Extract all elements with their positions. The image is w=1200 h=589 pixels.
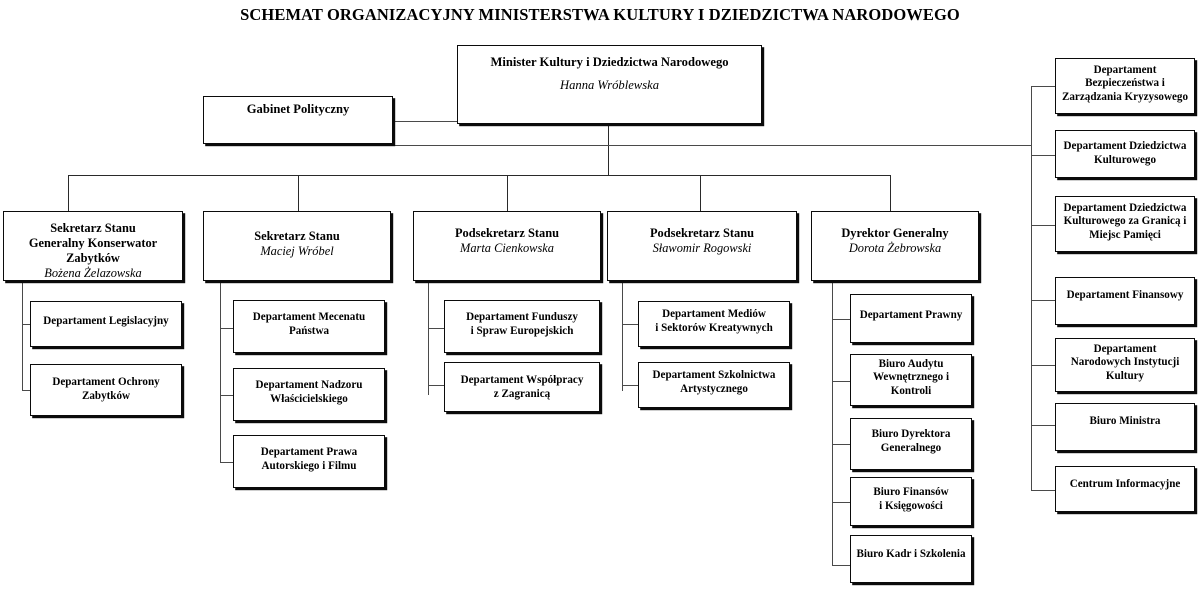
node-dept-1-0[interactable]: Departament Mecenatu Państwa xyxy=(233,300,385,353)
connector-gabinet-link xyxy=(393,121,458,122)
connector-stub-3-0 xyxy=(622,324,638,325)
connector-stub-0-1 xyxy=(22,390,32,391)
node-dept-4-2[interactable]: Biuro Dyrektora Generalnego xyxy=(850,418,972,470)
node-dept-0-0[interactable]: Departament Legislacyjny xyxy=(30,301,182,347)
connector-stub-0-0 xyxy=(22,324,32,325)
node-right-0-label: Departament Bezpieczeństwa i Zarządzania… xyxy=(1061,63,1189,103)
connector-trunk-deputy-3 xyxy=(622,281,623,391)
node-deputy-3-title: Podsekretarz Stanu xyxy=(649,225,755,240)
connector-stub-4-2 xyxy=(832,444,851,445)
node-dept-4-0[interactable]: Departament Prawny xyxy=(850,294,972,343)
node-dept-3-0[interactable]: Departament Mediów i Sektorów Kreatywnyc… xyxy=(638,301,790,347)
node-right-2[interactable]: Departament Dziedzictwa Kulturowego za G… xyxy=(1055,196,1195,252)
node-right-4[interactable]: Departament Narodowych Instytucji Kultur… xyxy=(1055,338,1195,392)
connector-trunk-deputy-2 xyxy=(428,281,429,395)
node-deputy-2-title: Podsekretarz Stanu xyxy=(454,225,560,240)
connector-stub-2-1 xyxy=(428,385,444,386)
connector-stub-right-0 xyxy=(1031,86,1055,87)
connector-right-column-feed xyxy=(393,145,1031,146)
node-dept-3-0-label: Departament Mediów i Sektorów Kreatywnyc… xyxy=(655,308,773,334)
connector-stub-right-6 xyxy=(1031,490,1055,491)
node-dept-1-1[interactable]: Departament Nadzoru Właścicielskiego xyxy=(233,368,385,421)
connector-drop-deputy-1 xyxy=(298,175,299,211)
node-dept-2-0[interactable]: Departament Funduszy i Spraw Europejskic… xyxy=(444,300,600,353)
connector-trunk-deputy-1 xyxy=(220,281,221,462)
node-dept-2-0-label: Departament Funduszy i Spraw Europejskic… xyxy=(466,311,578,337)
connector-trunk-deputy-4 xyxy=(832,281,833,566)
connector-drop-deputy-0 xyxy=(68,175,69,211)
node-deputy-1-person: Maciej Wróbel xyxy=(260,244,334,258)
node-dept-4-1[interactable]: Biuro Audytu Wewnętrznego i Kontroli xyxy=(850,354,972,406)
connector-stub-1-2 xyxy=(220,462,233,463)
node-dept-4-4-label: Biuro Kadr i Szkolenia xyxy=(856,548,966,560)
connector-stub-right-2 xyxy=(1031,225,1055,226)
connector-stub-3-1 xyxy=(622,385,638,386)
node-dept-2-1-label: Departament Współpracy z Zagranicą xyxy=(460,374,584,400)
connector-stub-4-0 xyxy=(832,319,851,320)
node-right-6[interactable]: Centrum Informacyjne xyxy=(1055,466,1195,512)
node-deputy-4-person: Dorota Żebrowska xyxy=(848,241,942,255)
connector-main-bus xyxy=(68,175,890,177)
node-deputy-1-title: Sekretarz Stanu xyxy=(254,228,340,243)
node-dept-4-1-label: Biuro Audytu Wewnętrznego i Kontroli xyxy=(872,357,950,397)
node-dept-3-1[interactable]: Departament Szkolnictwa Artystycznego xyxy=(638,362,790,408)
connector-minister-stem xyxy=(608,124,609,175)
node-right-5-label: Biuro Ministra xyxy=(1089,415,1161,427)
node-deputy-3-person: Sławomir Rogowski xyxy=(652,241,752,255)
node-dept-0-1-label: Departament Ochrony Zabytków xyxy=(52,376,160,402)
connector-stub-1-0 xyxy=(220,328,233,329)
connector-stub-1-1 xyxy=(220,395,233,396)
connector-stub-2-0 xyxy=(428,328,444,329)
node-dept-4-0-label: Departament Prawny xyxy=(859,308,963,321)
node-deputy-1[interactable]: Sekretarz Stanu Maciej Wróbel xyxy=(203,211,391,281)
node-right-6-label: Centrum Informacyjne xyxy=(1069,478,1181,490)
node-deputy-0[interactable]: Sekretarz Stanu Generalny Konserwator Za… xyxy=(3,211,183,281)
node-right-5[interactable]: Biuro Ministra xyxy=(1055,403,1195,451)
node-dept-1-2[interactable]: Departament Prawa Autorskiego i Filmu xyxy=(233,435,385,488)
node-deputy-4[interactable]: Dyrektor Generalny Dorota Żebrowska xyxy=(811,211,979,281)
node-right-1[interactable]: Departament Dziedzictwa Kulturowego xyxy=(1055,130,1195,178)
node-minister-title: Minister Kultury i Dziedzictwa Narodoweg… xyxy=(490,55,729,69)
node-dept-1-1-label: Departament Nadzoru Właścicielskiego xyxy=(255,379,363,405)
connector-stub-right-4 xyxy=(1031,365,1055,366)
node-right-2-label: Departament Dziedzictwa Kulturowego za G… xyxy=(1063,201,1187,241)
node-right-4-label: Departament Narodowych Instytucji Kultur… xyxy=(1070,342,1180,382)
node-right-1-label: Departament Dziedzictwa Kulturowego xyxy=(1063,140,1187,166)
node-dept-2-1[interactable]: Departament Współpracy z Zagranicą xyxy=(444,362,600,412)
connector-stub-4-1 xyxy=(832,381,851,382)
node-gabinet-polityczny[interactable]: Gabinet Polityczny xyxy=(203,96,393,144)
node-minister-person: Hanna Wróblewska xyxy=(560,78,659,93)
connector-trunk-right-column xyxy=(1031,86,1032,490)
connector-stub-right-1 xyxy=(1031,155,1055,156)
node-deputy-2[interactable]: Podsekretarz Stanu Marta Cienkowska xyxy=(413,211,601,281)
node-minister[interactable]: Minister Kultury i Dziedzictwa Narodoweg… xyxy=(457,45,762,124)
node-dept-1-2-label: Departament Prawa Autorskiego i Filmu xyxy=(260,446,358,472)
node-right-0[interactable]: Departament Bezpieczeństwa i Zarządzania… xyxy=(1055,58,1195,114)
page-title: SCHEMAT ORGANIZACYJNY MINISTERSTWA KULTU… xyxy=(240,5,960,24)
connector-drop-deputy-3 xyxy=(700,175,701,211)
connector-stub-right-3 xyxy=(1031,300,1055,301)
node-gabinet-polityczny-title: Gabinet Polityczny xyxy=(246,102,350,117)
node-right-3-label: Departament Finansowy xyxy=(1066,289,1184,301)
node-dept-3-1-label: Departament Szkolnictwa Artystycznego xyxy=(652,369,776,395)
node-dept-4-3[interactable]: Biuro Finansów i Księgowości xyxy=(850,477,972,526)
node-dept-0-1[interactable]: Departament Ochrony Zabytków xyxy=(30,364,182,416)
connector-stub-4-4 xyxy=(832,565,851,566)
node-dept-4-3-label: Biuro Finansów i Księgowości xyxy=(873,485,949,512)
node-deputy-0-person: Bożena Żelazowska xyxy=(44,266,142,281)
connector-drop-deputy-4 xyxy=(890,175,891,211)
node-right-3[interactable]: Departament Finansowy xyxy=(1055,277,1195,325)
connector-drop-deputy-2 xyxy=(507,175,508,211)
connector-stub-right-5 xyxy=(1031,425,1055,426)
connector-trunk-deputy-0 xyxy=(22,281,23,391)
node-deputy-0-title: Sekretarz Stanu Generalny Konserwator Za… xyxy=(28,221,158,266)
connector-stub-4-3 xyxy=(832,502,851,503)
node-dept-0-0-label: Departament Legislacyjny xyxy=(43,314,169,327)
node-dept-1-0-label: Departament Mecenatu Państwa xyxy=(252,311,366,337)
node-dept-4-2-label: Biuro Dyrektora Generalnego xyxy=(871,428,951,454)
node-dept-4-4[interactable]: Biuro Kadr i Szkolenia xyxy=(850,535,972,583)
node-deputy-4-title: Dyrektor Generalny xyxy=(841,225,949,240)
node-deputy-3[interactable]: Podsekretarz Stanu Sławomir Rogowski xyxy=(607,211,797,281)
node-deputy-2-person: Marta Cienkowska xyxy=(460,241,554,255)
